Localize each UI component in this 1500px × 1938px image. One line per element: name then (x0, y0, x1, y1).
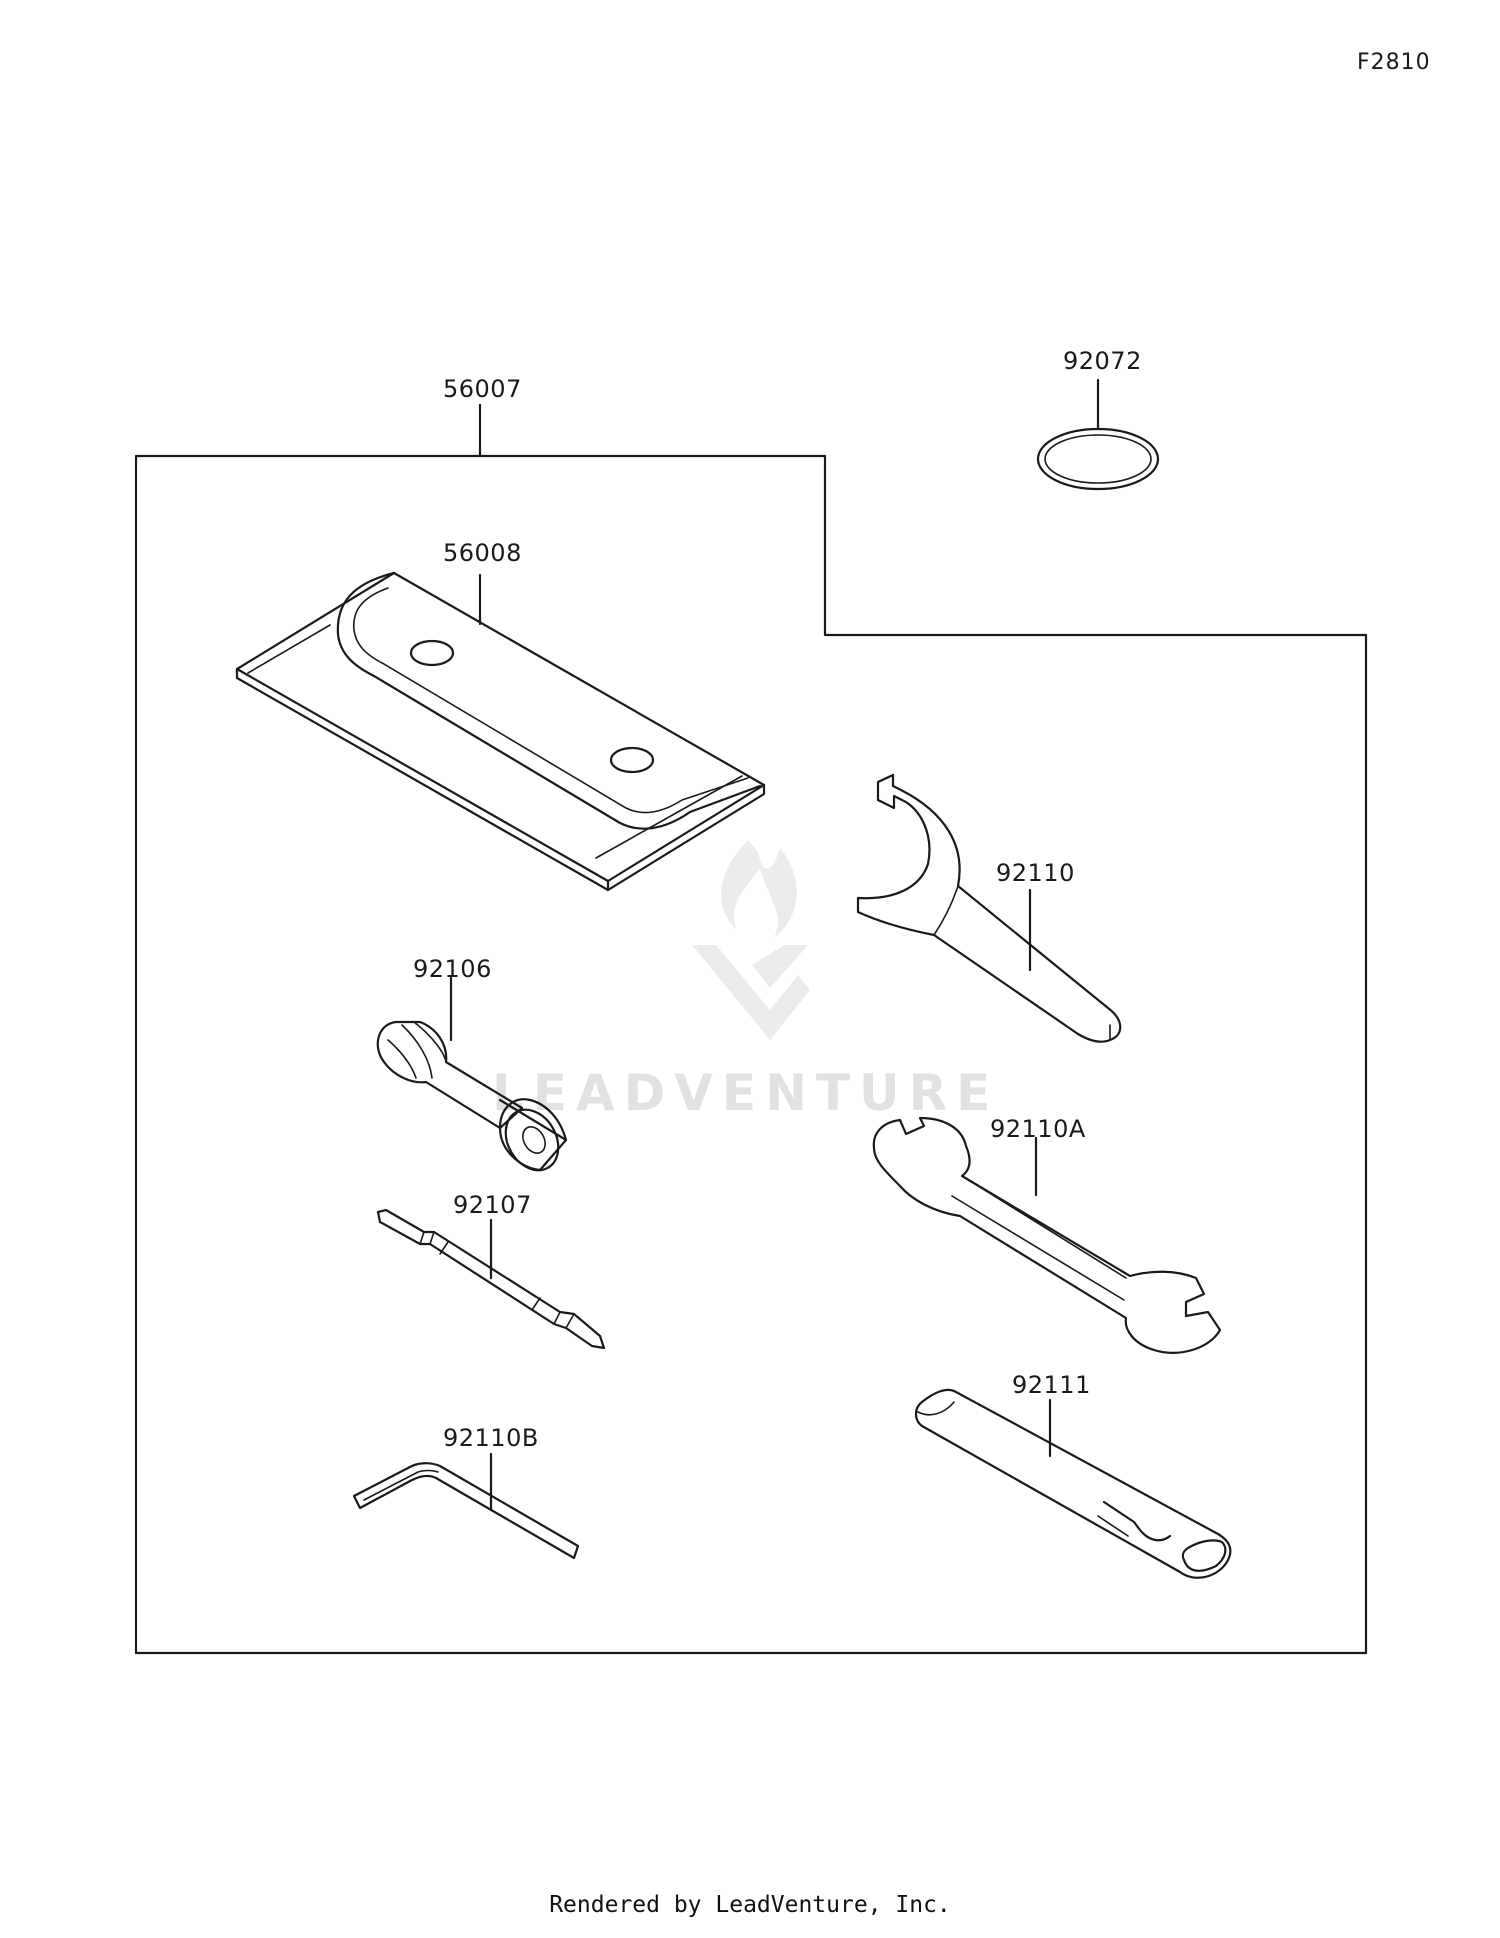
o-ring-icon (1036, 427, 1160, 491)
watermark-logo (692, 840, 810, 1040)
part-label-92107[interactable]: 92107 (453, 1191, 532, 1219)
diagram-code: F2810 (1357, 50, 1431, 75)
socket-tool-icon (376, 1020, 568, 1172)
hook-wrench-icon (856, 773, 1122, 1043)
part-label-92111[interactable]: 92111 (1012, 1371, 1091, 1399)
extension-bar-icon (914, 1388, 1232, 1579)
part-label-56007[interactable]: 56007 (443, 375, 522, 403)
part-label-92072[interactable]: 92072 (1063, 347, 1142, 375)
kit-boundary (134, 454, 1368, 1655)
part-label-92110A[interactable]: 92110A (990, 1115, 1086, 1143)
hex-key-icon (352, 1462, 580, 1560)
screwdriver-bit-icon (376, 1208, 606, 1350)
tool-bag-icon (235, 571, 766, 892)
double-end-wrench-icon (872, 1116, 1222, 1354)
part-label-92110[interactable]: 92110 (996, 859, 1075, 887)
part-label-56008[interactable]: 56008 (443, 539, 522, 567)
footer-credit: Rendered by LeadVenture, Inc. (549, 1892, 951, 1918)
part-label-92106[interactable]: 92106 (413, 955, 492, 983)
watermark-text: LEADVENTURE (492, 1064, 999, 1122)
part-label-92110B[interactable]: 92110B (443, 1424, 539, 1452)
